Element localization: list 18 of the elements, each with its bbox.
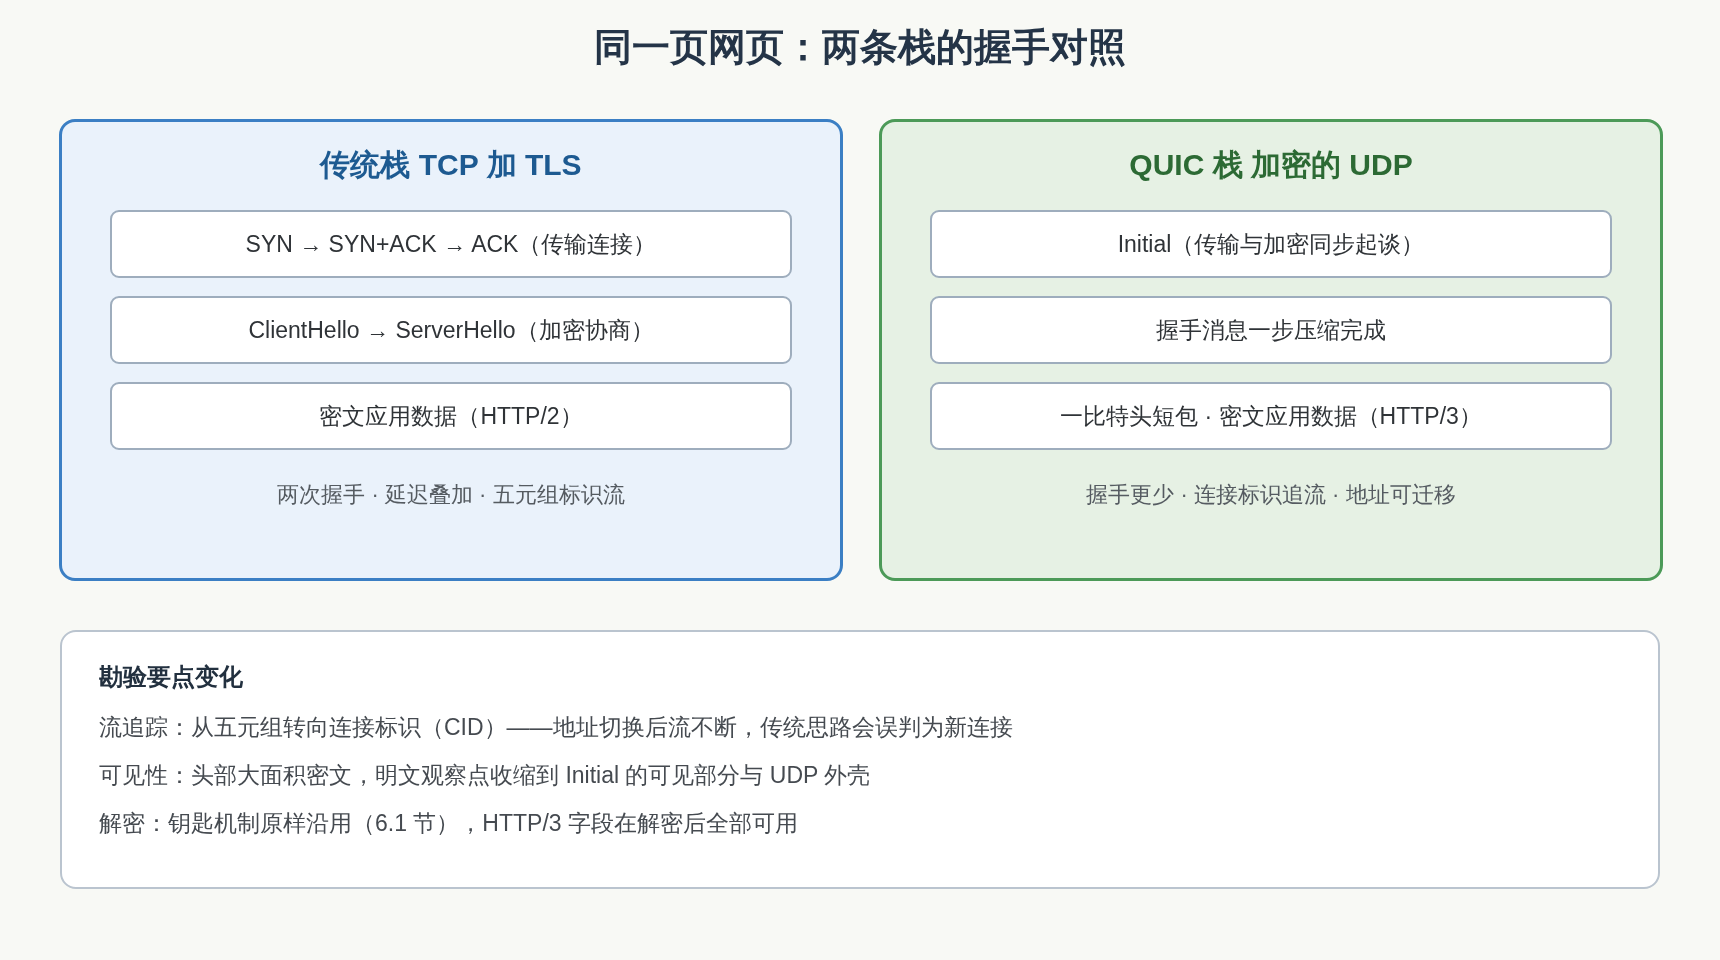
step-box: 密文应用数据（HTTP/2） [110, 382, 792, 450]
notes-box [60, 630, 1660, 889]
step-box: SYN → SYN+ACK → ACK（传输连接） [110, 210, 792, 278]
panel-heading: 传统栈 TCP 加 TLS [320, 147, 582, 183]
note-line: 流追踪：从五元组转向连接标识（CID）——地址切换后流不断，传统思路会误判为新连接 [99, 713, 1013, 742]
panel-note: 两次握手 · 延迟叠加 · 五元组标识流 [277, 481, 625, 509]
step-box: ClientHello → ServerHello（加密协商） [110, 296, 792, 364]
panel-note: 握手更少 · 连接标识追流 · 地址可迁移 [1086, 481, 1456, 509]
step-box: 一比特头短包 · 密文应用数据（HTTP/3） [930, 382, 1612, 450]
title: 同一页网页：两条栈的握手对照 [594, 25, 1126, 70]
step-box: 握手消息一步压缩完成 [930, 296, 1612, 364]
step-box: Initial（传输与加密同步起谈） [930, 210, 1612, 278]
panel [59, 119, 843, 581]
note-line: 解密：钥匙机制原样沿用（6.1 节），HTTP/3 字段在解密后全部可用 [99, 809, 798, 838]
panel-heading: QUIC 栈 加密的 UDP [1129, 147, 1413, 183]
note-line: 可见性：头部大面积密文，明文观察点收缩到 Initial 的可见部分与 UDP 外壳 [99, 761, 871, 790]
panel [879, 119, 1663, 581]
notes-heading: 勘验要点变化 [99, 662, 243, 692]
